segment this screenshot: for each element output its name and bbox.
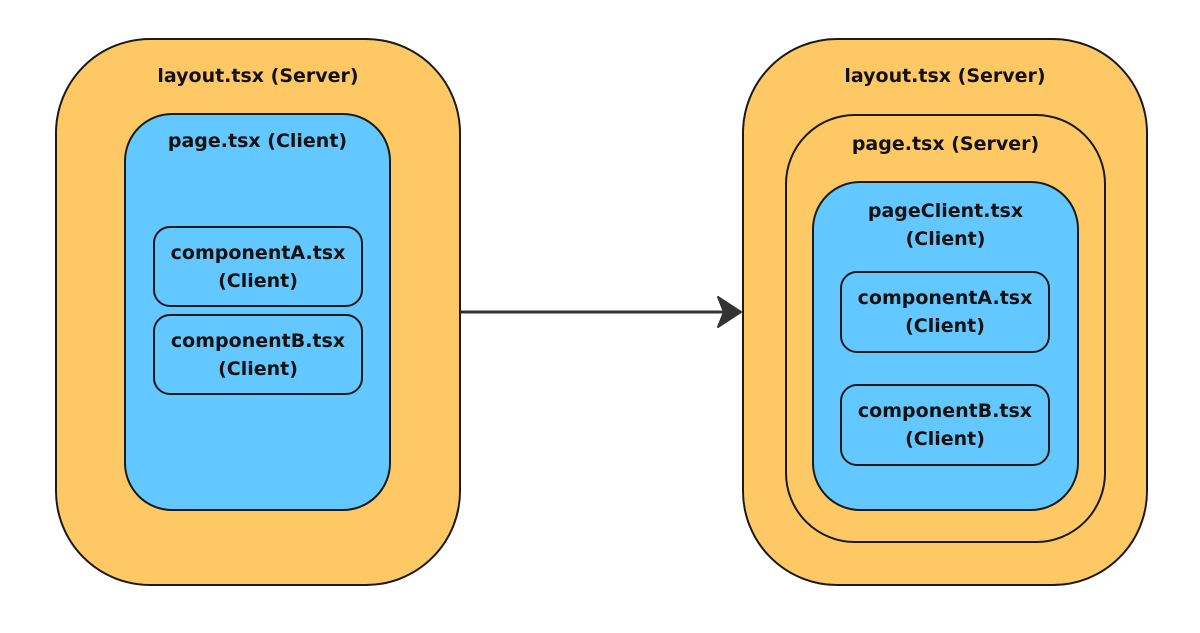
right-layout-label: layout.tsx (Server): [844, 65, 1046, 87]
right-page-label: page.tsx (Server): [851, 133, 1040, 155]
left-component-b-box: componentB.tsx (Client): [153, 314, 363, 395]
left-page-label: page.tsx (Client): [167, 130, 348, 152]
left-component-a-box: componentA.tsx (Client): [153, 226, 363, 307]
left-layout-label: layout.tsx (Server): [157, 65, 359, 87]
right-component-a-name: componentA.tsx: [857, 287, 1033, 309]
right-component-b-box: componentB.tsx (Client): [840, 384, 1050, 466]
left-component-b-name: componentB.tsx: [170, 329, 346, 352]
right-component-a-box: componentA.tsx (Client): [840, 271, 1050, 353]
arrow-head-icon: [717, 296, 742, 328]
right-page-client-kind: (Client): [905, 228, 986, 250]
right-component-a-kind: (Client): [905, 315, 985, 337]
left-component-b-kind: (Client): [218, 357, 298, 380]
left-page-box: page.tsx (Client): [124, 113, 391, 511]
left-component-a-name: componentA.tsx: [170, 241, 346, 264]
right-page-client-name: pageClient.tsx: [867, 200, 1024, 222]
right-component-b-name: componentB.tsx: [857, 400, 1033, 422]
right-component-b-kind: (Client): [905, 428, 985, 450]
left-component-a-kind: (Client): [218, 269, 298, 292]
